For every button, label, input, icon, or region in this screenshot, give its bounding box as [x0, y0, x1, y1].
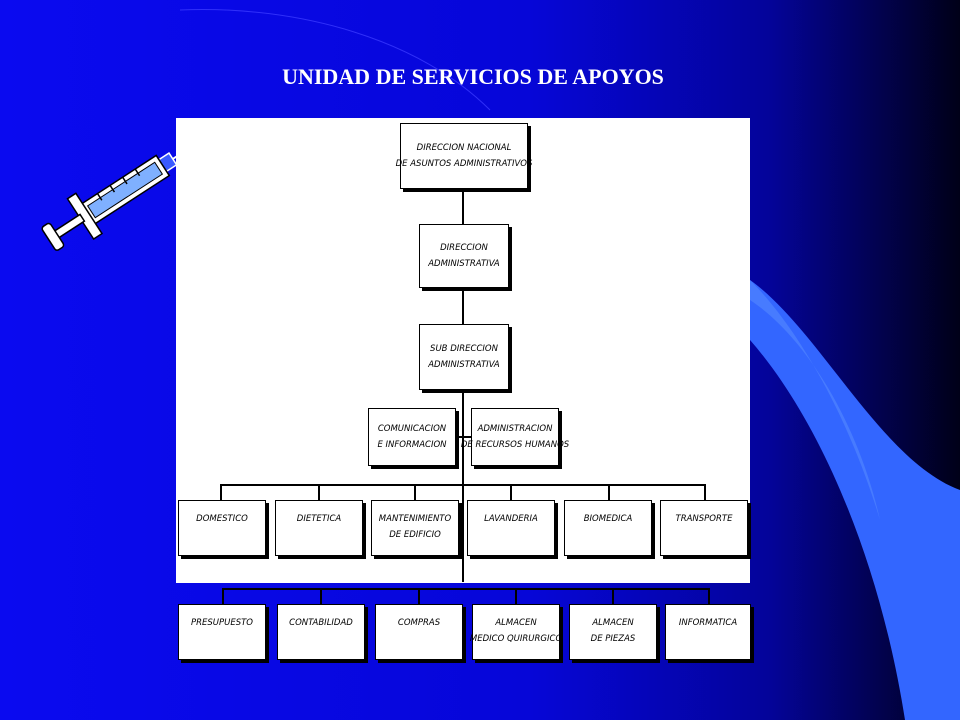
connector	[222, 588, 224, 604]
page-title: UNIDAD DE SERVICIOS DE APOYOS	[282, 64, 664, 89]
connector	[418, 588, 420, 604]
org-box-contabilidad: CONTABILIDAD	[277, 604, 365, 660]
org-box-transporte: TRANSPORTE	[660, 500, 748, 556]
org-box-sub-direccion: SUB DIRECCION ADMINISTRATIVA	[419, 324, 509, 390]
org-box-direccion-nacional: DIRECCION NACIONAL DE ASUNTOS ADMINISTRA…	[396, 123, 532, 189]
connector	[462, 288, 464, 324]
org-box-almacen-piezas: ALMACEN DE PIEZAS	[569, 604, 657, 660]
org-box-biomedica: BIOMEDICA	[564, 500, 652, 556]
org-box-direccion-administrativa: DIRECCION ADMINISTRATIVA	[419, 224, 509, 288]
connector	[708, 588, 710, 604]
org-box-dietetica: DIETETICA	[275, 500, 363, 556]
connector	[462, 188, 464, 224]
connector	[510, 484, 512, 500]
org-box-mantenimiento: MANTENIMIENTO DE EDIFICIO	[371, 500, 459, 556]
connector	[704, 484, 706, 500]
org-box-informatica: INFORMATICA	[665, 604, 751, 660]
org-box-compras: COMPRAS	[375, 604, 463, 660]
org-box-comunicacion: COMUNICACION E INFORMACION	[368, 408, 456, 466]
org-box-presupuesto: PRESUPUESTO	[178, 604, 266, 660]
connector-row2-bus	[222, 588, 710, 590]
org-box-lavanderia: LAVANDERIA	[467, 500, 555, 556]
connector-row1-bus	[220, 484, 706, 486]
connector	[608, 484, 610, 500]
connector	[455, 436, 471, 438]
connector	[318, 484, 320, 500]
org-box-almacen-medico: ALMACEN MEDICO QUIRURGICO	[470, 604, 562, 660]
connector	[612, 588, 614, 604]
connector	[320, 588, 322, 604]
org-box-administracion-rrhh: ADMINISTRACION DE RECURSOS HUMANOS	[461, 408, 569, 466]
org-box-domestico: DOMESTICO	[178, 500, 266, 556]
syringe-icon	[41, 138, 204, 251]
connector	[515, 588, 517, 604]
connector	[220, 484, 222, 500]
connector	[414, 484, 416, 500]
